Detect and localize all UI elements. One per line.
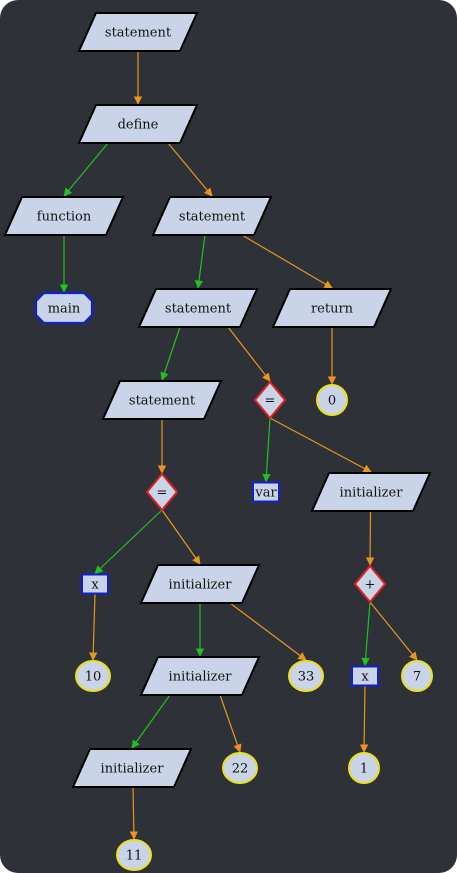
edge-n2-n5 xyxy=(167,142,213,197)
node-parallelogram-n15: initializer xyxy=(139,564,261,604)
node-label: function xyxy=(37,210,92,225)
node-parallelogram-n12: initializer xyxy=(310,472,432,512)
edge-n10-n12 xyxy=(269,417,372,473)
node-parallelogram-n18: initializer xyxy=(139,656,261,696)
node-label: initializer xyxy=(340,486,404,501)
node-diamond-n13: = xyxy=(145,472,179,512)
edge-n16-n20 xyxy=(361,601,371,667)
edges-layer xyxy=(59,51,418,840)
node-label: 1 xyxy=(360,762,368,777)
node-box-n14: x xyxy=(81,573,109,595)
node-shape xyxy=(81,573,109,595)
edge-n22-n25 xyxy=(129,786,139,840)
node-label: var xyxy=(254,486,277,501)
node-shape xyxy=(151,196,273,236)
node-label: 10 xyxy=(85,670,102,685)
node-shape xyxy=(101,380,223,420)
node-shape xyxy=(252,481,280,503)
edge-n18-n23 xyxy=(219,694,242,753)
node-shape xyxy=(139,656,261,696)
node-ellipse-n21: 7 xyxy=(401,660,433,692)
edge-n12-n16 xyxy=(365,510,375,566)
node-parallelogram-n1: statement xyxy=(77,12,199,52)
node-shape xyxy=(77,12,199,52)
node-shape xyxy=(3,196,125,236)
nodes-layer: statement define function main statement stat… xyxy=(3,12,433,871)
edge-n13-n15 xyxy=(161,509,201,565)
node-label: initializer xyxy=(101,762,165,777)
node-parallelogram-n3: function xyxy=(3,196,125,236)
node-label: statement xyxy=(129,394,196,409)
node-label: main xyxy=(48,302,81,317)
node-shape xyxy=(348,752,380,784)
edge-n6-n9 xyxy=(160,326,181,381)
node-shape xyxy=(145,472,179,512)
node-parallelogram-n6: statement xyxy=(137,288,259,328)
node-shape xyxy=(71,748,193,788)
node-parallelogram-n5: statement xyxy=(151,196,273,236)
node-ellipse-n17: 10 xyxy=(75,660,111,692)
node-shape xyxy=(316,384,348,416)
node-label: 11 xyxy=(126,849,143,864)
node-shape xyxy=(77,104,199,144)
node-label: define xyxy=(118,118,159,133)
node-shape xyxy=(253,380,287,420)
edge-n6-n10 xyxy=(227,326,271,382)
edge-n10-n11 xyxy=(262,417,271,483)
edge-n13-n14 xyxy=(94,509,163,575)
edge-n5-n6 xyxy=(194,234,206,289)
node-label: 0 xyxy=(328,394,336,409)
edge-n18-n22 xyxy=(131,694,171,749)
edge-n15-n19 xyxy=(229,602,307,661)
node-shape xyxy=(271,288,393,328)
node-ellipse-n19: 33 xyxy=(288,660,324,692)
node-label: initializer xyxy=(169,670,233,685)
node-shape xyxy=(353,564,387,604)
node-octagon-n4: main xyxy=(34,291,94,325)
node-ellipse-n23: 22 xyxy=(222,752,258,784)
node-label: 22 xyxy=(232,762,249,777)
node-ellipse-n25: 11 xyxy=(116,839,152,871)
node-label: = xyxy=(265,394,276,409)
node-shape xyxy=(351,665,379,687)
node-shape xyxy=(116,839,152,871)
node-parallelogram-n9: statement xyxy=(101,380,223,420)
edge-n20-n24 xyxy=(359,685,369,753)
node-parallelogram-n22: initializer xyxy=(71,748,193,788)
node-diamond-n16: + xyxy=(353,564,387,604)
node-label: = xyxy=(157,486,168,501)
node-label: statement xyxy=(179,210,246,225)
edge-n16-n21 xyxy=(369,601,418,661)
node-shape xyxy=(288,660,324,692)
node-diamond-n10: = xyxy=(253,380,287,420)
edge-n5-n7 xyxy=(241,234,333,289)
node-box-n11: var xyxy=(252,481,280,503)
node-shape xyxy=(401,660,433,692)
node-label: 33 xyxy=(298,670,315,685)
node-shape xyxy=(34,291,94,325)
node-shape xyxy=(75,660,111,692)
node-label: + xyxy=(365,578,376,593)
node-label: initializer xyxy=(169,578,233,593)
node-shape xyxy=(139,564,261,604)
node-shape xyxy=(222,752,258,784)
edge-n2-n3 xyxy=(63,142,109,197)
node-label: return xyxy=(311,302,354,317)
node-ellipse-n8: 0 xyxy=(316,384,348,416)
node-label: 7 xyxy=(413,670,421,685)
node-label: statement xyxy=(105,26,172,41)
node-parallelogram-n2: define xyxy=(77,104,199,144)
node-box-n20: x xyxy=(351,665,379,687)
node-parallelogram-n7: return xyxy=(271,288,393,328)
edge-n14-n17 xyxy=(89,593,98,661)
node-shape xyxy=(137,288,259,328)
node-ellipse-n24: 1 xyxy=(348,752,380,784)
node-label: x xyxy=(361,670,369,685)
node-label: x xyxy=(91,578,99,593)
node-label: statement xyxy=(165,302,232,317)
node-shape xyxy=(310,472,432,512)
